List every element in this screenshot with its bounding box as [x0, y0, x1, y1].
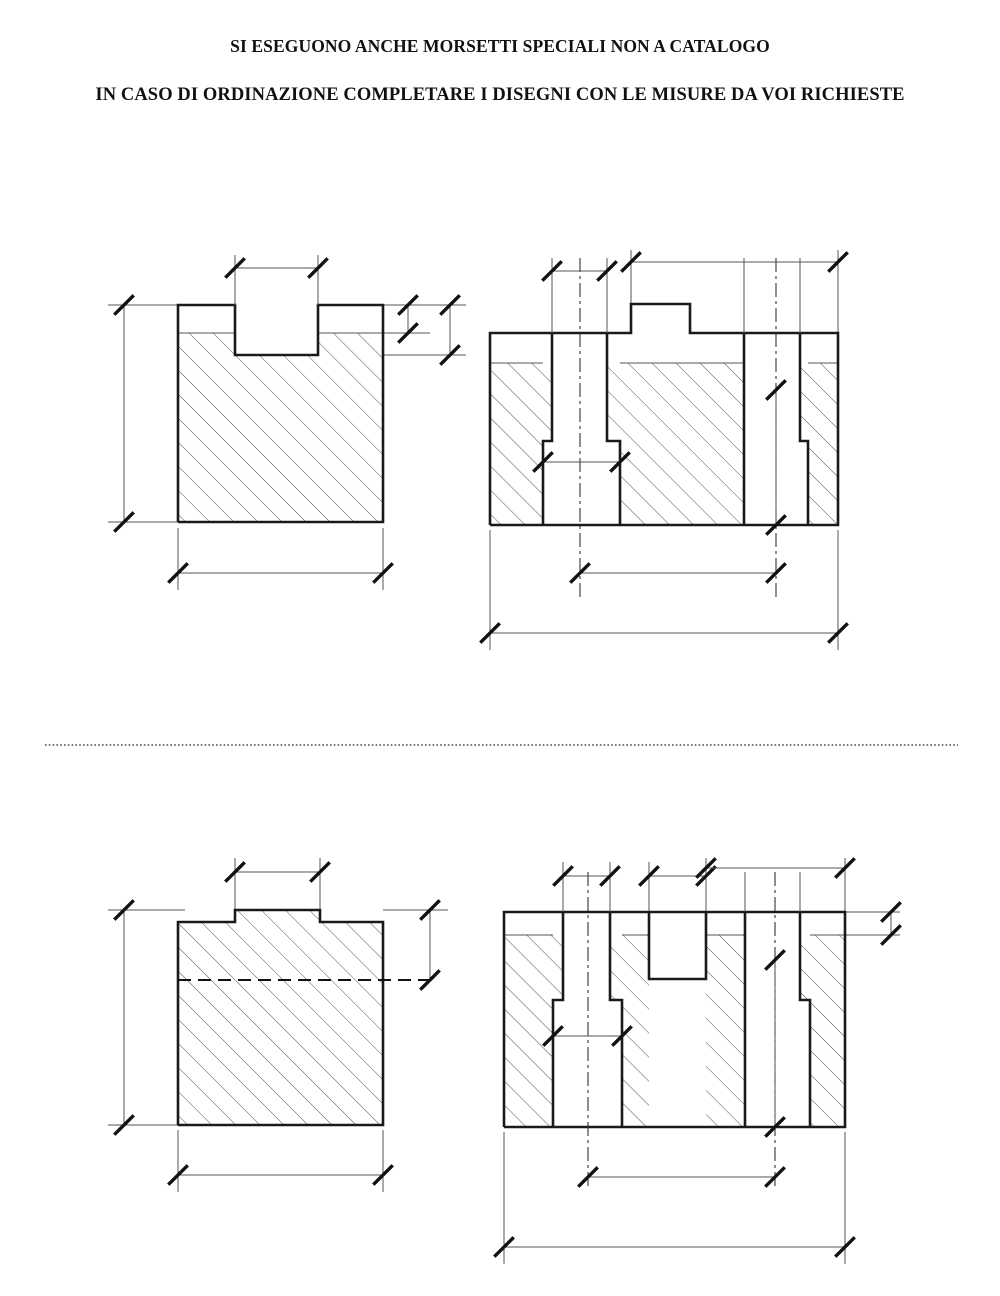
- overall-depth-dim-tick-start: [620, 251, 642, 273]
- heading-line-1: SI ESEGUONO ANCHE MORSETTI SPECIALI NON …: [230, 36, 770, 56]
- plan-section-view-slot-and-bores-hatch-band: [504, 935, 553, 1127]
- front-view-slotted-clamp-body-outline: [176, 303, 385, 524]
- overall-width-dim-tick-start: [167, 1164, 189, 1186]
- plan-section-view-slot-and-bores-hatch-band: [622, 935, 649, 1127]
- slot-width-dim-tick-end: [307, 257, 329, 279]
- plate-thickness-dim-tick-start: [397, 294, 419, 316]
- overall-length-dim-tick-end: [827, 622, 849, 644]
- overall-height-dim-tick-start: [113, 899, 135, 921]
- overall-length-dim-tick-end: [834, 1236, 856, 1258]
- overall-height-dim-tick-end: [113, 1114, 135, 1136]
- left-bore-diameter-dim-tick-start: [532, 451, 554, 473]
- right-bore-depth-dim-tick-end: [765, 514, 787, 536]
- plan-section-view-stepped-bores-hatch-shoulder-right: [607, 363, 620, 441]
- left-bore-diameter-dim-tick-start: [542, 1025, 564, 1047]
- upper-height-dim-tick-end: [419, 969, 441, 991]
- right-bore-depth-dim-tick-end: [764, 1116, 786, 1138]
- plan-section-view-stepped-bores-hatch-band: [620, 363, 744, 525]
- plan-section-view-slot-and-bores-hatch-shoulder-right: [800, 935, 810, 1000]
- bore-centers-dim-tick-start: [577, 1166, 599, 1188]
- overall-length-dim-tick-start: [479, 622, 501, 644]
- slot-width-dim-tick-end: [695, 865, 717, 887]
- plan-section-view-slot-and-bores-hatch-shoulder-left: [553, 935, 563, 1000]
- plan-section-view-slot-and-bores-bore-profile-left: [551, 912, 565, 1127]
- plan-section-view-slot-and-bores-hatch-band: [810, 935, 845, 1127]
- plan-section-view-stepped-bores-bore-profile-right: [605, 333, 622, 525]
- plan-section-view-slot-and-bores-bore-profile-right: [608, 912, 624, 1127]
- left-bore-diameter-dim-tick-end: [611, 1025, 633, 1047]
- left-bore-spacing-dim-tick-end: [596, 260, 618, 282]
- plan-section-view-stepped-bores-hatch-shoulder-right: [800, 363, 808, 441]
- tenon-width-dim-tick-end: [309, 861, 331, 883]
- heading-line-2: IN CASO DI ORDINAZIONE COMPLETARE I DISE…: [95, 85, 905, 105]
- plan-section-view-slot-and-bores-outline: [502, 910, 847, 1129]
- overall-depth-dim-tick-end: [827, 251, 849, 273]
- bore-centers-dim-tick-end: [765, 562, 787, 584]
- plan-section-view-slot-and-bores-hatch-band: [706, 935, 745, 1127]
- overall-width-dim-tick-end: [372, 562, 394, 584]
- plan-section-view-slot-and-bores-central-slot-outline: [647, 912, 708, 981]
- left-bore-spacing-dim-tick-end: [599, 865, 621, 887]
- plate-thickness-dim-tick-end: [397, 322, 419, 344]
- slot-depth-dim-tick-end: [439, 344, 461, 366]
- slot-width-dim-tick-start: [224, 257, 246, 279]
- plan-section-view-slot-and-bores-hatch-shoulder-right: [610, 935, 622, 1000]
- plan-section-view-stepped-bores-hatch-band: [490, 363, 543, 525]
- overall-width-dim-tick-end: [372, 1164, 394, 1186]
- right-bore-depth-dim-tick-start: [765, 379, 787, 401]
- overall-depth-dim-tick-start: [695, 857, 717, 879]
- overall-height-dim-tick-start: [113, 294, 135, 316]
- plate-thickness-dim-tick-start: [880, 901, 902, 923]
- front-view-slotted-clamp-body-hatch: [178, 333, 383, 522]
- left-bore-spacing-dim-tick-start: [541, 260, 563, 282]
- overall-depth-dim-tick-end: [834, 857, 856, 879]
- front-view-tenon-clamp-body-hatch: [178, 910, 383, 1125]
- upper-height-dim-tick-start: [419, 899, 441, 921]
- left-bore-diameter-dim-tick-end: [609, 451, 631, 473]
- plan-section-view-stepped-bores-hatch-band: [808, 363, 838, 525]
- overall-width-dim-tick-start: [167, 562, 189, 584]
- bore-centers-dim-tick-start: [569, 562, 591, 584]
- bore-centers-dim-tick-end: [764, 1166, 786, 1188]
- left-bore-spacing-dim-tick-start: [552, 865, 574, 887]
- plan-section-view-stepped-bores-hatch-shoulder-left: [543, 363, 552, 441]
- front-view-tenon-clamp-body-outline: [176, 908, 385, 1127]
- slot-width-dim-tick-start: [638, 865, 660, 887]
- overall-length-dim-tick-start: [493, 1236, 515, 1258]
- overall-height-dim-tick-end: [113, 511, 135, 533]
- plate-thickness-dim-tick-end: [880, 924, 902, 946]
- tenon-width-dim-tick-start: [224, 861, 246, 883]
- right-bore-depth-dim-tick-start: [764, 949, 786, 971]
- slot-depth-dim-tick-start: [439, 294, 461, 316]
- plan-section-view-slot-and-bores-bore-profile-right: [798, 912, 812, 1127]
- plan-section-view-stepped-bores-outline: [488, 302, 840, 527]
- plan-section-view-stepped-bores-bore-profile-right: [798, 333, 810, 525]
- plan-section-view-stepped-bores-bore-profile-left: [541, 333, 554, 525]
